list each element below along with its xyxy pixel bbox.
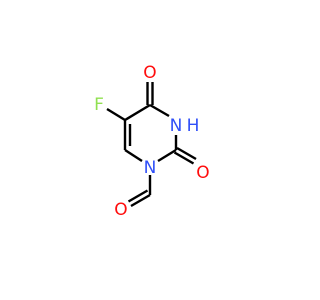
atom-nitrogen-nh: N [170,116,183,136]
bond-cformyl-o-a [130,193,151,208]
atom-oxygen-top: O [143,63,156,83]
bond-c5-f [106,107,126,122]
atom-nitrogen-ring: N [144,158,157,178]
bond-c4-n3 [149,103,170,118]
bond-c2-n1 [157,148,177,163]
bond-c2-o-b [173,151,195,165]
atom-hydrogen-nh: H [187,116,200,136]
atom-oxygen-formyl: O [114,200,127,220]
bond-c2-o-a [176,146,197,161]
bond-n1-c6 [124,148,143,163]
molecule-diagram: F O N H O N O [94,63,210,220]
molecule-structure: F O N H O N O [94,63,210,220]
atom-oxygen-right: O [196,163,209,183]
bond-cformyl-o-b [127,189,149,203]
atom-fluorine: F [94,95,104,115]
bond-c5-c4 [124,103,151,122]
